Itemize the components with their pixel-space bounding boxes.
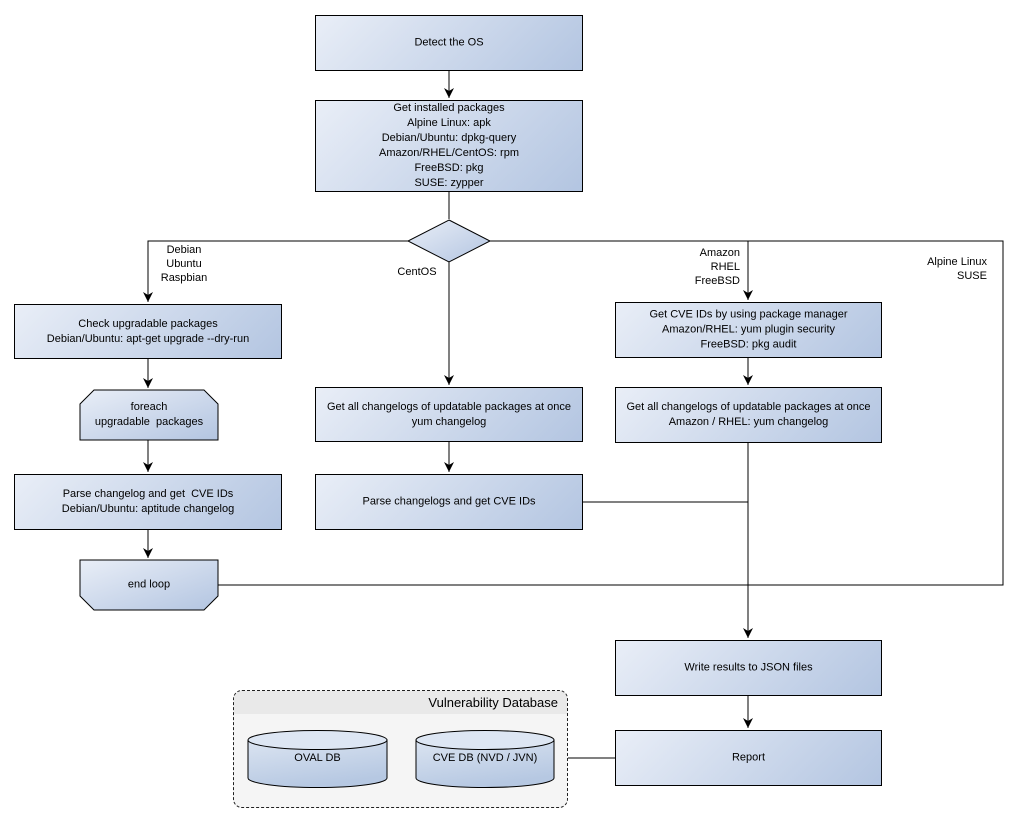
decision-diamond: [406, 219, 492, 263]
node-get-installed-packages: Get installed packages Alpine Linux: apk…: [315, 100, 583, 192]
cve-db-cylinder: [415, 730, 555, 788]
node-parse-changelog-left: Parse changelog and get CVE IDs Debian/U…: [14, 474, 282, 530]
end-loop-shape: [79, 559, 219, 611]
branch-label-debian-ubuntu-raspbian: Debian Ubuntu Raspbian: [160, 244, 208, 284]
branch-label-amazon-rhel-freebsd: Amazon RHEL FreeBSD: [694, 247, 740, 287]
node-end-loop: end loop: [80, 560, 218, 610]
node-get-installed-packages-label: Get installed packages Alpine Linux: apk…: [379, 102, 519, 189]
foreach-loop-shape: [79, 389, 219, 441]
branch-label-alpine-suse: Alpine Linux SUSE: [927, 256, 987, 282]
oval-db-label: OVAL DB: [294, 752, 341, 764]
node-get-changelogs-amazon-rhel-label: Get all changelogs of updatable packages…: [626, 401, 871, 428]
node-get-cve-ids-package-manager-label: Get CVE IDs by using package manager Ama…: [649, 308, 848, 351]
node-check-upgradable-packages-label: Check upgradable packages Debian/Ubuntu:…: [46, 317, 250, 345]
node-parse-changelogs-centos-label: Parse changelogs and get CVE IDs: [362, 495, 536, 508]
node-report-label: Report: [731, 751, 766, 764]
node-write-results-json: Write results to JSON files: [615, 640, 882, 696]
oval-db-cylinder: [247, 730, 388, 788]
cve-db-label: CVE DB (NVD / JVN): [432, 752, 538, 764]
node-write-results-json-label: Write results to JSON files: [684, 661, 813, 674]
node-get-changelogs-centos: Get all changelogs of updatable packages…: [315, 387, 583, 442]
node-end-loop-label: end loop: [127, 578, 171, 591]
node-check-upgradable-packages: Check upgradable packages Debian/Ubuntu:…: [14, 304, 282, 359]
vulnerability-database-title: Vulnerability Database: [234, 691, 567, 714]
node-detect-os: Detect the OS: [315, 15, 583, 71]
branch-label-centos: CentOS: [397, 266, 437, 278]
edge-diamond-to-left: [143, 240, 408, 302]
node-report: Report: [615, 730, 882, 786]
node-detect-os-label: Detect the OS: [414, 36, 484, 49]
edge-diamond-to-right-rail: [218, 240, 1004, 586]
node-parse-changelog-left-label: Parse changelog and get CVE IDs Debian/U…: [61, 488, 235, 515]
node-parse-changelogs-centos: Parse changelogs and get CVE IDs: [315, 474, 583, 530]
node-foreach-loop: foreach upgradable packages: [80, 390, 218, 440]
node-get-cve-ids-package-manager: Get CVE IDs by using package manager Ama…: [615, 302, 882, 358]
node-get-changelogs-centos-label: Get all changelogs of updatable packages…: [326, 400, 572, 428]
node-foreach-loop-label: foreach upgradable packages: [94, 401, 204, 428]
node-get-changelogs-amazon-rhel: Get all changelogs of updatable packages…: [615, 387, 882, 443]
